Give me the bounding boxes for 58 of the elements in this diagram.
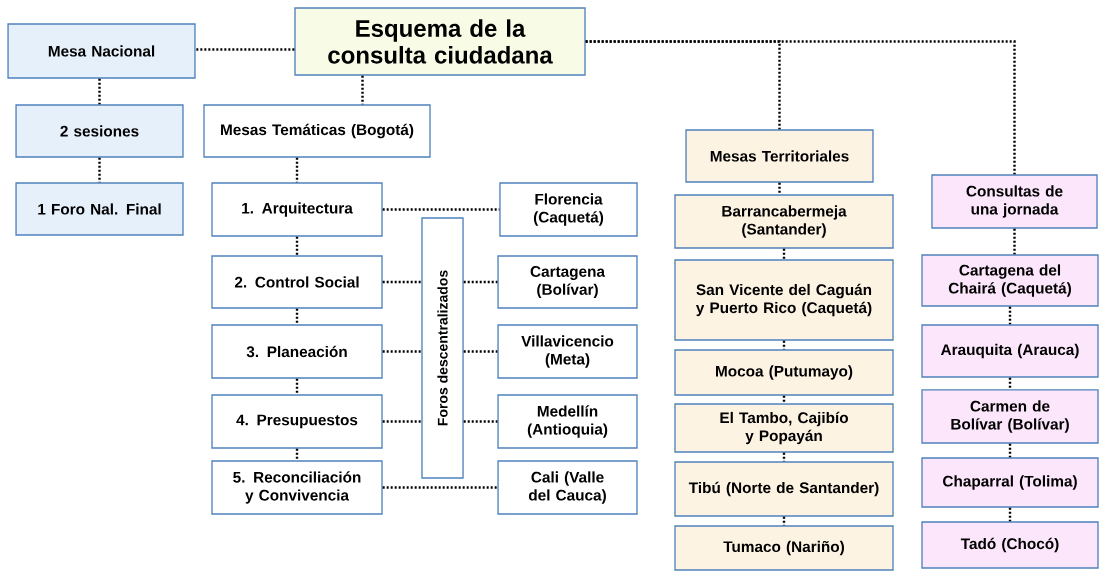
connector	[1008, 443, 1012, 458]
process-box: Arauquita (Arauca)	[921, 324, 1099, 378]
connector	[195, 48, 295, 51]
process-box: Chaparral (Tolima)	[921, 457, 1099, 508]
connector	[295, 308, 299, 325]
connector	[295, 157, 299, 183]
process-box: 1 Foro Nal. Final	[15, 182, 184, 236]
connector	[585, 40, 1016, 175]
process-box: Mesas Territoriales	[685, 129, 874, 183]
connector	[295, 448, 299, 461]
process-box: 1. Arquitectura	[211, 182, 383, 237]
connector	[382, 350, 422, 353]
connector	[782, 516, 786, 526]
connector	[98, 78, 101, 105]
connector	[463, 280, 498, 284]
process-box: Consultas de una jornada	[931, 174, 1098, 229]
connector	[295, 378, 299, 395]
process-box: Barrancabermeja (Santander)	[674, 194, 894, 249]
connector	[782, 340, 786, 350]
title-box: Esquema de la consulta ciudadana	[294, 7, 586, 76]
process-box: Carmen de Bolívar (Bolívar)	[921, 389, 1099, 444]
group-box: Foros descentralizados	[421, 217, 464, 479]
connector	[1008, 507, 1012, 522]
connector	[98, 157, 101, 183]
connector	[782, 452, 786, 462]
connector	[1013, 228, 1016, 255]
connector	[1008, 306, 1012, 325]
connector	[463, 420, 498, 423]
process-box: Cartagena del Chairá (Caquetá)	[921, 254, 1099, 307]
process-box: Cali (Valle del Cauca)	[497, 460, 638, 515]
process-box: Villavicencio (Meta)	[497, 324, 638, 379]
process-box: Florencia (Caquetá)	[499, 182, 638, 237]
connector	[382, 208, 500, 211]
connector	[295, 236, 299, 256]
process-box: Medellín (Antioquia)	[497, 394, 638, 449]
process-box: 3. Planeación	[211, 324, 383, 379]
connector	[382, 280, 422, 284]
process-box: Tibú (Norte de Santander)	[674, 461, 894, 517]
process-box: El Tambo, Cajibío y Popayán	[674, 403, 894, 453]
connector	[463, 350, 498, 353]
process-box: 5. Reconciliación y Convivencia	[211, 460, 383, 515]
process-box: Mocoa (Putumayo)	[674, 349, 894, 396]
process-box: 4. Presupuestos	[211, 394, 383, 449]
connector	[782, 395, 786, 404]
process-box: Tadó (Chocó)	[921, 521, 1099, 569]
process-box: San Vicente del Caguán y Puerto Rico (Caquetá)	[674, 259, 894, 341]
connector	[778, 182, 781, 195]
connector	[382, 420, 422, 423]
process-box: Tumaco (Nariño)	[674, 525, 894, 571]
process-box: Cartagena (Bolívar)	[497, 255, 638, 309]
connector	[1008, 377, 1012, 390]
process-box: 2 sesiones	[15, 104, 184, 158]
process-box: 2. Control Social	[211, 255, 383, 309]
process-box: Mesa Nacional	[7, 23, 196, 79]
connector	[782, 248, 786, 260]
connector	[361, 75, 364, 105]
connector	[382, 486, 498, 489]
process-box: Mesas Temáticas (Bogotá)	[203, 104, 431, 158]
